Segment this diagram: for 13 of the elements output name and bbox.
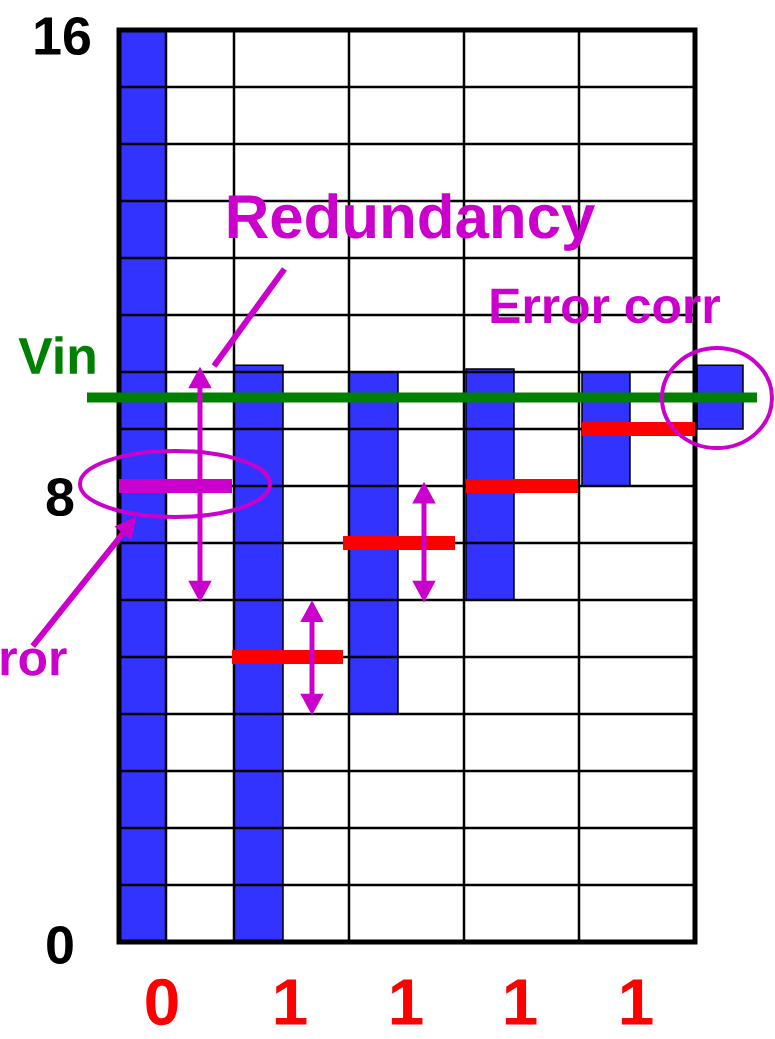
highlight-ellipse bbox=[78, 449, 272, 519]
axis-label: 16 bbox=[35, 16, 90, 56]
axis-label: 0 bbox=[47, 925, 73, 965]
highlight-ellipse bbox=[660, 346, 774, 450]
bit-label: 1 bbox=[505, 979, 537, 1025]
axis-label: 8 bbox=[46, 477, 74, 517]
bit-label: 1 bbox=[621, 979, 653, 1025]
bit-label: 0 bbox=[146, 978, 178, 1026]
annotation-text: ror bbox=[1, 648, 67, 676]
leader-line bbox=[211, 267, 287, 368]
bit-label: 1 bbox=[391, 979, 423, 1025]
line-label: Vin bbox=[18, 336, 95, 374]
bit-label: 1 bbox=[275, 979, 307, 1025]
